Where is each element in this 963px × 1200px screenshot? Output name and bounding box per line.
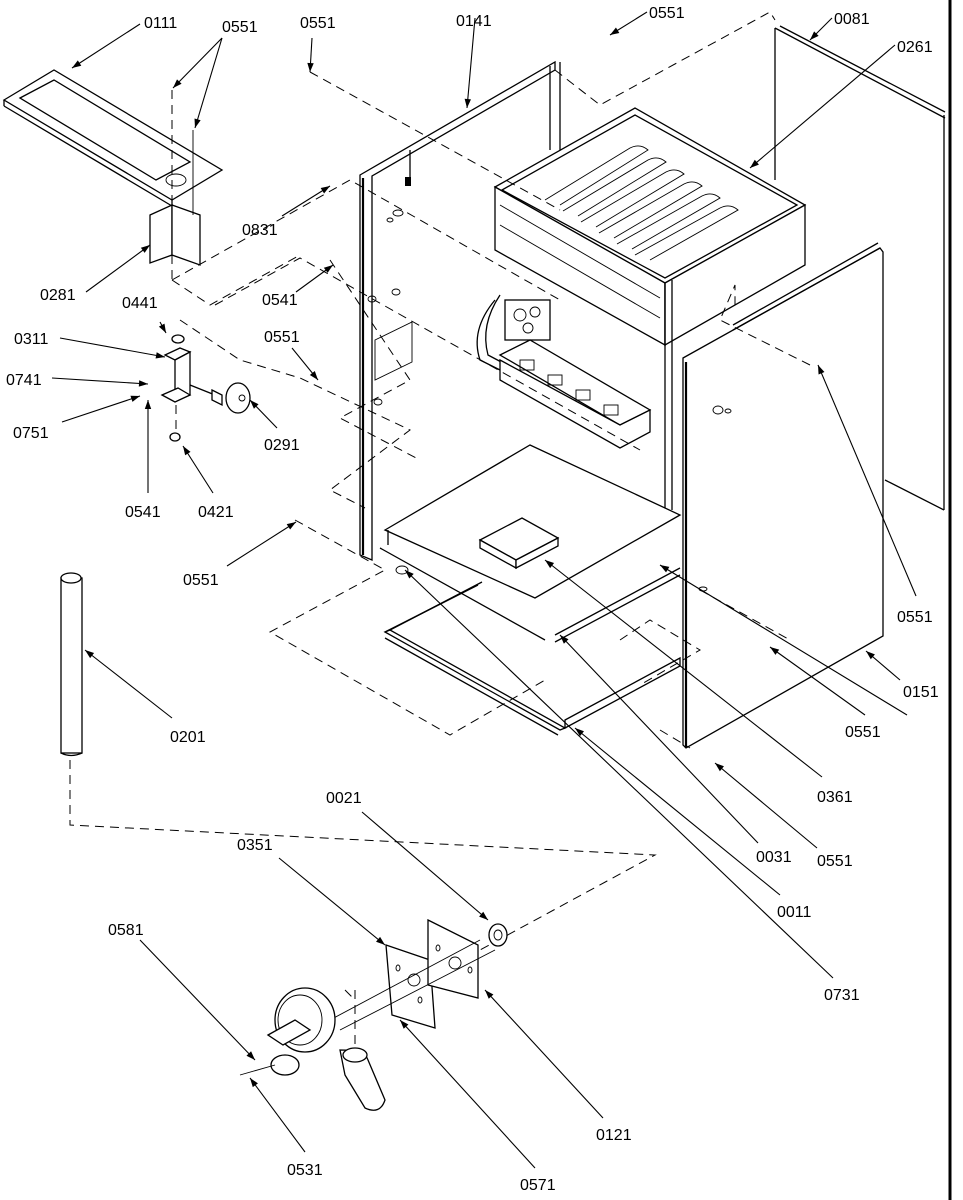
top-panel-part: [2, 69, 224, 207]
inducer-plate-part: [329, 918, 508, 1031]
leader-arrowhead: [72, 60, 82, 68]
bracket-part: [149, 203, 201, 266]
leader-arrowhead: [155, 352, 165, 359]
callout-0731: 0731: [824, 987, 860, 1004]
leader-arrowhead: [323, 265, 333, 273]
callout-0581: 0581: [108, 922, 144, 939]
leader-arrowhead: [250, 1078, 258, 1088]
leader-arrowhead: [818, 365, 825, 375]
leader-arrowhead: [320, 186, 330, 194]
callout-0011: 0011: [777, 904, 812, 921]
leader-arrowhead: [464, 98, 471, 108]
leader-arrowhead: [770, 647, 780, 655]
callout-0551: 0551: [817, 853, 853, 870]
leader-arrowhead: [810, 31, 819, 40]
callout-labels: 0111 0551 0551 0141 0551 0081 0261 0831 …: [6, 5, 939, 1194]
vent-pipe-part: [60, 572, 83, 757]
right-side-panel-part: [682, 242, 884, 749]
leader-arrowhead: [183, 446, 191, 456]
leader-arrowhead: [138, 380, 148, 387]
leader-arrowhead: [307, 62, 314, 72]
leader-arrowhead: [173, 79, 182, 88]
callout-0311: 0311: [14, 331, 49, 348]
leader-arrowhead: [485, 990, 494, 999]
leader-arrowhead: [144, 400, 152, 409]
callout-0571: 0571: [520, 1177, 556, 1194]
callout-0361: 0361: [817, 789, 853, 806]
leader-arrowhead: [286, 522, 296, 530]
leader-arrowhead: [250, 400, 259, 409]
callout-0531: 0531: [287, 1162, 323, 1179]
leader-arrowhead: [750, 159, 759, 168]
leader-arrowhead: [479, 911, 488, 920]
leader-arrowhead: [400, 1020, 409, 1029]
leader-arrowhead: [610, 27, 620, 35]
callout-0551: 0551: [264, 329, 300, 346]
callout-0541: 0541: [262, 292, 298, 309]
callout-0201: 0201: [170, 729, 206, 746]
callout-0141: 0141: [456, 13, 492, 30]
leader-arrowhead: [309, 370, 318, 380]
callout-0261: 0261: [897, 39, 933, 56]
leader-arrowhead: [376, 936, 385, 945]
callout-0291: 0291: [264, 437, 300, 454]
inducer-motor-part: [239, 987, 386, 1111]
leader-arrowhead: [560, 635, 569, 644]
leader-arrowhead: [194, 118, 201, 128]
callout-0021: 0021: [326, 790, 362, 807]
callout-0151: 0151: [903, 684, 939, 701]
burner-assembly-part: [476, 280, 673, 510]
callout-0551: 0551: [183, 572, 219, 589]
leader-arrowhead: [866, 651, 875, 660]
callout-0831: 0831: [242, 222, 278, 239]
callout-0541: 0541: [125, 504, 161, 521]
callout-0551: 0551: [300, 15, 336, 32]
callout-0031: 0031: [756, 849, 792, 866]
base-part: [379, 444, 682, 736]
left-side-panel-part: [359, 60, 556, 561]
callout-0081: 0081: [834, 11, 870, 28]
rear-panel-part: [559, 25, 946, 511]
leader-arrowhead: [660, 565, 670, 573]
callout-0441: 0441: [122, 295, 158, 312]
leader-arrowhead: [130, 395, 140, 402]
callout-0551: 0551: [222, 19, 258, 36]
callout-0121: 0121: [596, 1127, 632, 1144]
leader-arrowhead: [545, 560, 555, 569]
leader-arrowhead: [405, 570, 414, 579]
leader-lines: [51, 11, 917, 1169]
callout-0751: 0751: [13, 425, 49, 442]
leader-arrowhead: [246, 1051, 255, 1060]
pressure-switch-assembly-part: [160, 334, 251, 442]
leader-arrowhead: [575, 728, 584, 737]
callout-0351: 0351: [237, 837, 273, 854]
callout-0741: 0741: [6, 372, 42, 389]
callout-0551: 0551: [845, 724, 881, 741]
leader-arrowhead: [715, 763, 724, 772]
callout-0111: 0111: [144, 15, 177, 32]
heat-exchanger-part: [493, 107, 807, 347]
callout-0551: 0551: [649, 5, 685, 22]
leader-arrowhead: [85, 650, 95, 659]
callout-0421: 0421: [198, 504, 234, 521]
callout-0551: 0551: [897, 609, 933, 626]
callout-0281: 0281: [40, 287, 76, 304]
leader-arrowhead: [140, 245, 150, 253]
leader-arrowhead: [158, 323, 166, 333]
